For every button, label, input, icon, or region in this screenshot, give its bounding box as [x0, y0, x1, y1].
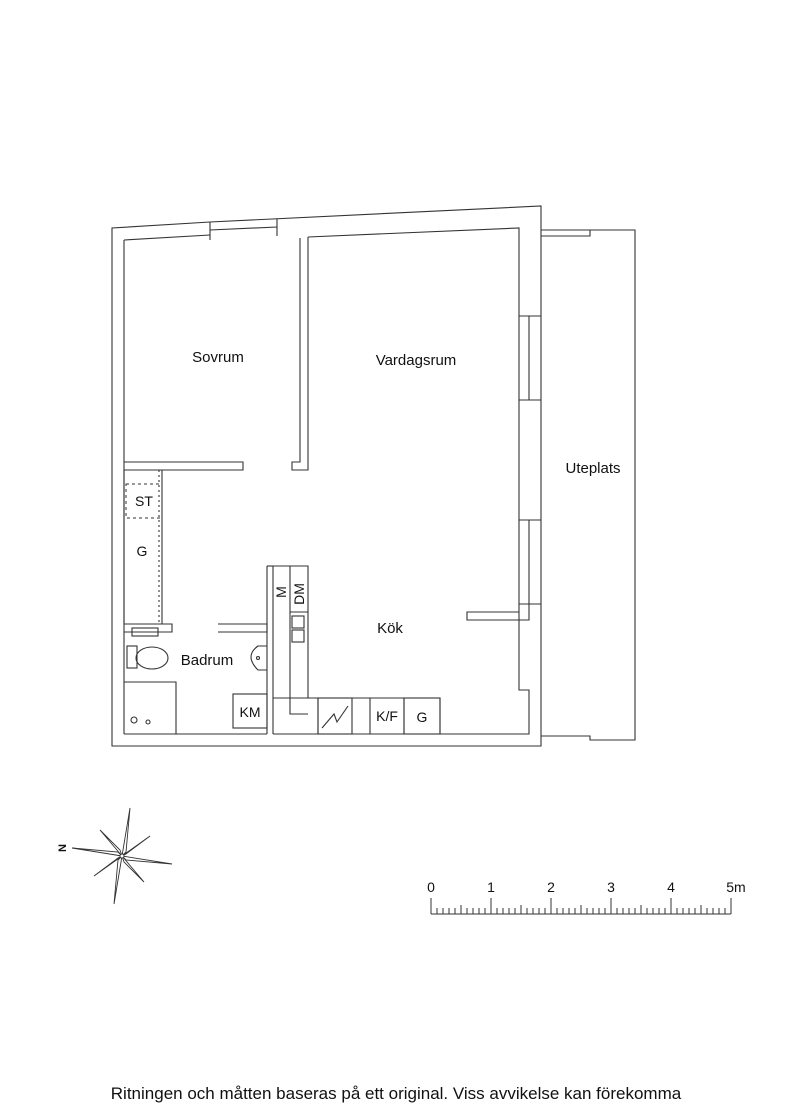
scale-bar-labels: 0 1 2 3 4 5m [427, 879, 746, 895]
toilet [126, 627, 169, 670]
scale-tick-label: 3 [607, 879, 615, 895]
room-label-vardagsrum: Vardagsrum [376, 352, 457, 369]
scale-bar [430, 898, 732, 915]
fixture-label-km: KM [240, 704, 261, 720]
scale-tick-label: 1 [487, 879, 495, 895]
washing-machine-km [232, 693, 268, 729]
fixture-label-st: ST [135, 493, 153, 509]
scale-tick-label: 2 [547, 879, 555, 895]
room-label-badrum: Badrum [181, 652, 234, 669]
kitchen-sink [291, 615, 305, 643]
kitchen-g-cabinet [403, 697, 441, 735]
fixture-label-dm: DM [291, 583, 307, 605]
compass-north-label: N [57, 844, 69, 852]
east-windows [466, 315, 541, 621]
fixture-label-m: M [273, 586, 289, 598]
room-label-sovrum: Sovrum [192, 349, 244, 366]
disclaimer-text: Ritningen och måtten baseras på ett orig… [110, 1084, 682, 1103]
outer-walls [111, 205, 542, 747]
sink-bathroom [250, 645, 267, 671]
room-label-uteplats: Uteplats [565, 460, 620, 477]
scale-tick-label: 4 [667, 879, 675, 895]
terrace-outline [541, 229, 636, 741]
room-label-kok: Kök [377, 620, 403, 637]
fixture-label-g-hall: G [137, 543, 148, 559]
stove-symbol [317, 697, 353, 735]
shower [124, 681, 177, 734]
closet-st [125, 483, 163, 519]
fixture-label-kf: K/F [376, 708, 398, 724]
interior-walls [123, 237, 441, 734]
scale-tick-label: 5m [726, 879, 745, 895]
scale-tick-label: 0 [427, 879, 435, 895]
compass-rose-icon [71, 807, 173, 905]
fixture-label-g-kitchen: G [417, 709, 428, 725]
